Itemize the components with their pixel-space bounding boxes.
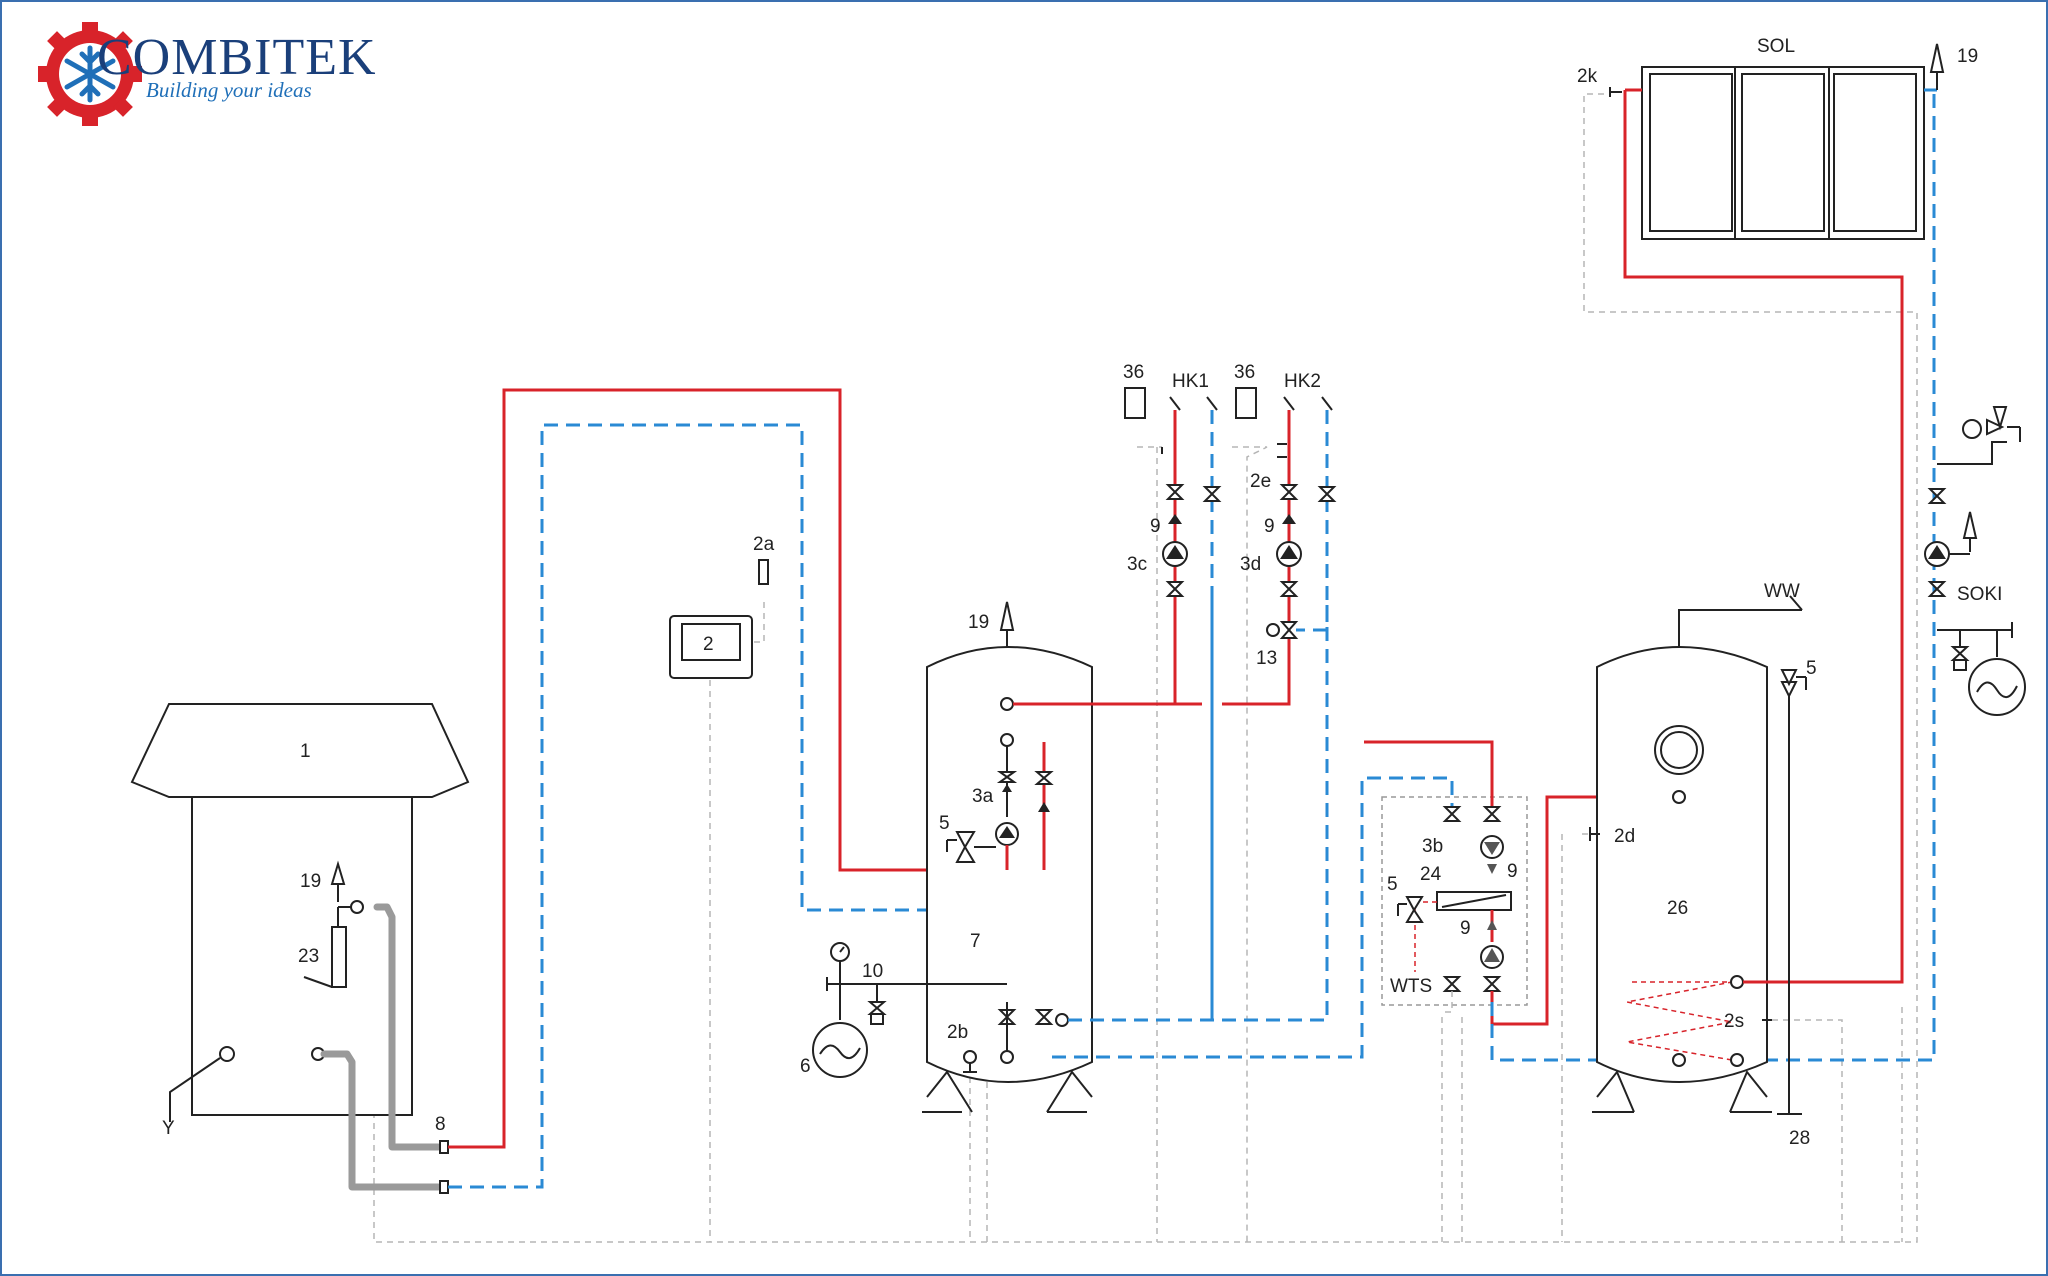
pump-3a-label: 3a	[972, 786, 994, 807]
dhw-tank: 26 WW 2d 2s	[1589, 581, 1803, 1113]
safety-valve-wts-label: 5	[1387, 874, 1398, 895]
thermostat-hk2	[1235, 387, 1257, 419]
brand-name: COMBITEK	[97, 29, 377, 86]
drain-28-label: 28	[1789, 1128, 1810, 1149]
boiler: 1 19 23 Y	[130, 703, 470, 1191]
safety-valve-dhw-label: 5	[1806, 658, 1817, 679]
solar-station-label: SOKI	[1957, 584, 2002, 605]
tube-23-label: 23	[298, 946, 319, 967]
controller-label: 2	[703, 634, 714, 655]
expansion-vessel-label: 6	[800, 1056, 811, 1077]
mixing-valve-icon	[1266, 621, 1299, 639]
mixing-valve-label: 13	[1256, 648, 1277, 669]
boiler-vent-label: 19	[300, 871, 321, 892]
wts-label: WTS	[1390, 976, 1432, 997]
controller: 2	[669, 615, 753, 679]
buffer-vent-icon	[999, 601, 1015, 631]
safety-valve-dhw	[1780, 669, 1807, 699]
connection-8-label: 8	[435, 1114, 446, 1135]
solar-supply-pipe	[1623, 90, 1904, 984]
solar-collector-label: SOL	[1757, 36, 1795, 57]
sensor-2e-label: 2e	[1250, 471, 1271, 492]
sensor-2a-label: 2a	[753, 534, 775, 555]
heating-circuit-hk2: 36 HK2 2e 9 3d 13	[1232, 362, 1337, 706]
circuit-hk1-label: HK1	[1172, 371, 1209, 392]
buffer-tank-label: 7	[970, 931, 981, 952]
safety-valve-wts	[1397, 896, 1424, 923]
solar-station: SOKI	[1924, 406, 2026, 716]
sensor-2d-label: 2d	[1614, 826, 1635, 847]
sensor-2a	[758, 559, 769, 585]
brand-tagline: Building your ideas	[146, 78, 312, 102]
sensor-2s-label: 2s	[1724, 1011, 1744, 1032]
solar-pump-vent-icon	[1962, 511, 1978, 552]
safety-valve-buffer-label: 5	[939, 813, 950, 834]
buffer-tank: 19 7	[922, 601, 1093, 1113]
expansion-vessel	[812, 942, 1007, 1078]
pump-3d-label: 3d	[1240, 554, 1261, 575]
check-valve-hk2-label: 9	[1264, 516, 1275, 537]
boiler-vent-icon	[330, 860, 346, 902]
heat-exchanger-label: 24	[1420, 864, 1442, 885]
buffer-vent-label: 19	[968, 612, 989, 633]
gear-icon	[38, 22, 142, 126]
hot-water-label: WW	[1764, 581, 1800, 602]
solar-collector: SOL	[1641, 36, 1925, 240]
valve-10-label: 10	[862, 961, 883, 982]
safety-valve-buffer	[946, 831, 996, 863]
check-valve-wts-bottom-label: 9	[1460, 918, 1471, 939]
solar-vent-label: 19	[1957, 46, 1978, 67]
check-valve-wts-top-label: 9	[1507, 861, 1518, 882]
heating-circuit-hk1: 36 HK1 9 3c	[1123, 362, 1222, 1020]
heat-transfer-station: 3b 9 24 9 WTS 5	[1364, 740, 1528, 1006]
boiler-return-pipe	[448, 423, 1067, 1189]
thermostat-hk1-label: 36	[1123, 362, 1144, 383]
sensor-2k-label: 2k	[1577, 66, 1598, 87]
pump-3b-label: 3b	[1422, 836, 1443, 857]
snowflake-icon	[64, 45, 116, 103]
check-valve-hk1-label: 9	[1150, 516, 1161, 537]
solar-vent-icon	[1929, 43, 1945, 90]
combitek-logo: COMBITEK Building your ideas	[38, 22, 377, 126]
thermostat-hk1	[1124, 387, 1146, 419]
thermostat-hk2-label: 36	[1234, 362, 1255, 383]
ground-mark: Y	[162, 1118, 175, 1139]
dhw-tank-label: 26	[1667, 898, 1688, 919]
pump-3c-label: 3c	[1127, 554, 1147, 575]
circuit-hk2-label: HK2	[1284, 371, 1321, 392]
sensor-2b-label: 2b	[947, 1022, 968, 1043]
boiler-label: 1	[300, 741, 311, 762]
